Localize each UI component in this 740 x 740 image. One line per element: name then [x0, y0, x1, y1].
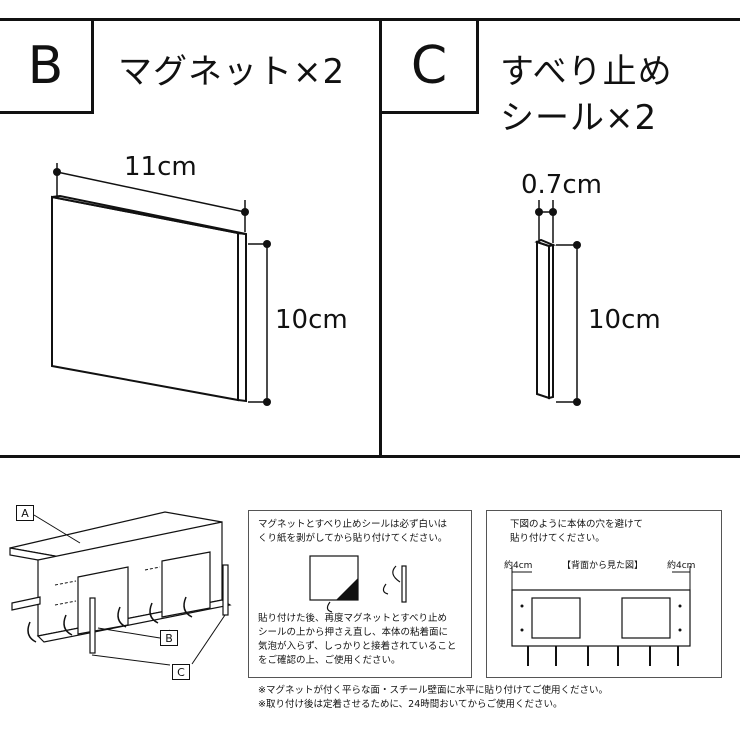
placement-left-margin: 約4cm	[504, 561, 533, 571]
instruction-1-line2: くり紙を剥がしてから貼り付けてください。	[258, 533, 448, 544]
placement-right-margin: 約4cm	[667, 561, 696, 571]
panel-c-letter: C	[379, 18, 479, 114]
instruction-1-line5: 気泡が入らず、しっかりと接着されていること	[258, 641, 457, 652]
instruction-box-placement	[486, 510, 722, 678]
strip-height-label: 10cm	[588, 305, 661, 335]
assembly-label-a: A	[16, 505, 34, 521]
instruction-1-line4: シールの上から押さえ直し、本体の粘着面に	[258, 627, 449, 638]
instruction-2-line1: 下図のように本体の穴を避けて	[510, 519, 644, 530]
panel-b-letter: B	[0, 18, 94, 114]
instruction-1-line1: マグネットとすべり止めシールは必ず白いは	[258, 519, 448, 530]
instruction-1-line3: 貼り付けた後、再度マグネットとすべり止め	[258, 613, 448, 624]
placement-view-label: 【背面から見た図】	[562, 561, 644, 571]
strip-width-label: 0.7cm	[521, 170, 602, 200]
panel-c-title-line2: シール×2	[500, 98, 658, 138]
instruction-1-line6: をご確認の上、ご使用ください。	[258, 655, 401, 666]
instruction-2-line2: 貼り付けてください。	[510, 533, 605, 544]
assembly-label-c: C	[172, 664, 190, 680]
assembly-label-b: B	[160, 630, 178, 646]
instruction-box-attach	[248, 510, 472, 678]
magnet-width-label: 11cm	[124, 152, 197, 182]
panel-c-title-line1: すべり止め	[500, 52, 673, 92]
panel-anti-slip	[379, 18, 740, 458]
magnet-height-label: 10cm	[275, 305, 348, 335]
footnote-2: ※取り付け後は定着させるために、24時間おいてからご使用ください。	[258, 699, 563, 710]
panel-b-title: マグネット×2	[118, 52, 346, 92]
footnote-1: ※マグネットが付く平らな面・スチール壁面に水平に貼り付けてご使用ください。	[258, 685, 608, 696]
